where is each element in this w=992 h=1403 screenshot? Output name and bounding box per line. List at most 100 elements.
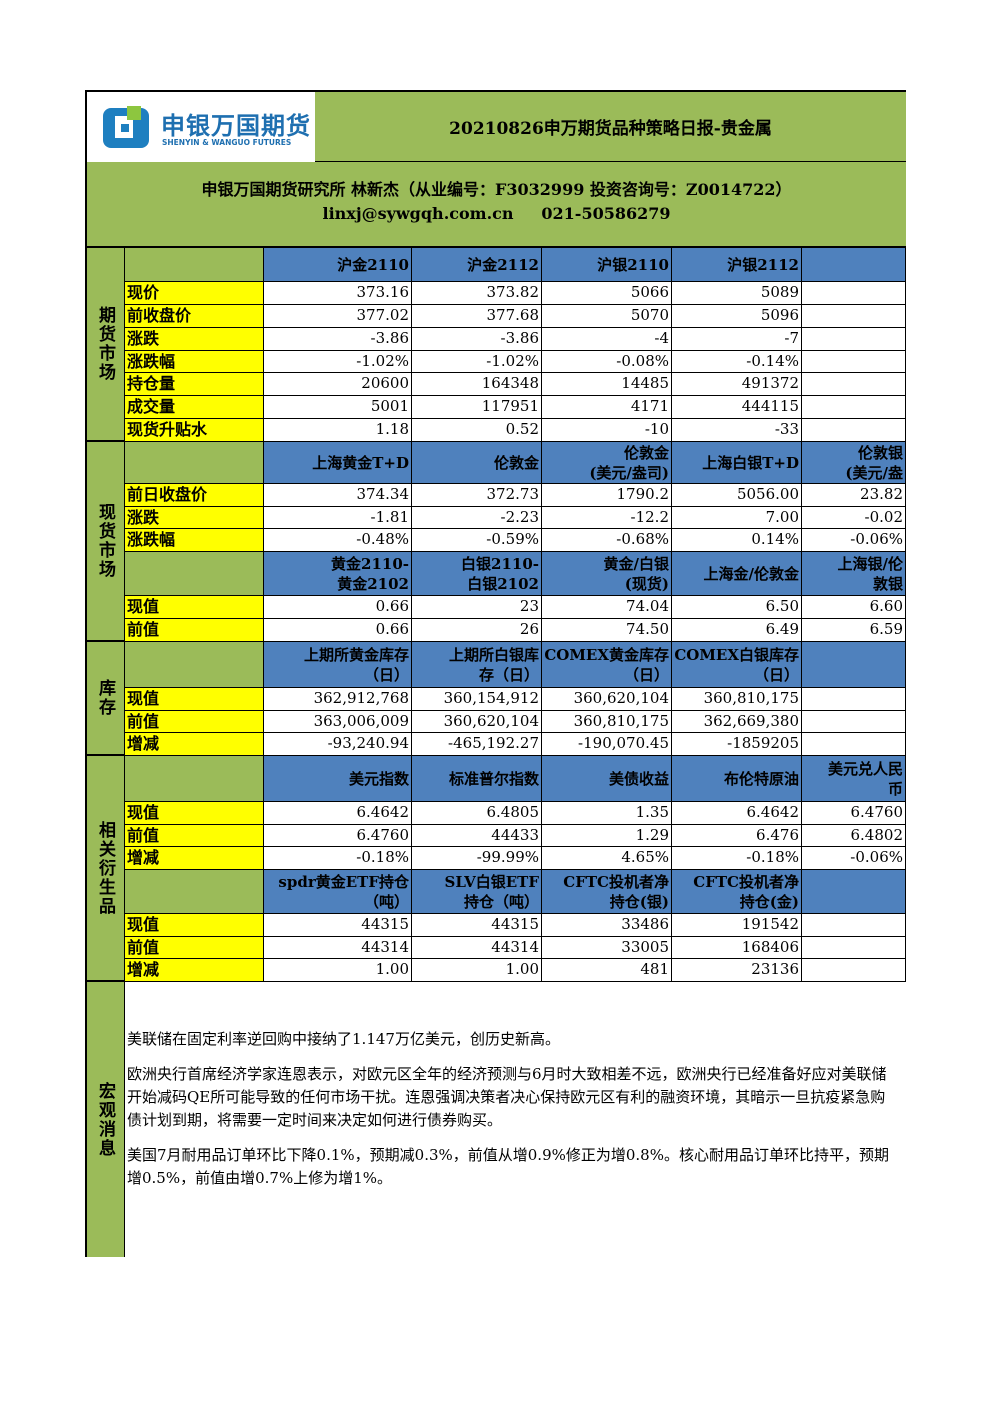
table-cell: -1859205: [672, 733, 802, 757]
column-header-line: 持仓(银): [609, 892, 669, 911]
column-header: [802, 248, 906, 282]
company-logo-icon: [103, 106, 149, 148]
column-header-line: 沪金2110: [337, 255, 409, 274]
column-header-line: spdr黄金ETF持仓: [278, 872, 409, 891]
author-box: 申银万国期货研究所 林新杰（从业编号：F3032999 投资咨询号：Z00147…: [87, 162, 906, 248]
column-header-line: 黄金2110-: [331, 554, 409, 573]
table-cell: 1.00: [412, 959, 542, 983]
table-cell: 6.59: [802, 619, 906, 642]
column-header-line: 持仓(金): [739, 892, 799, 911]
header-label-cell: [125, 552, 264, 596]
table-cell: 5070: [542, 304, 672, 328]
row-label: 持仓量: [125, 373, 264, 397]
news-paragraph-2: 欧洲央行首席经济学家连恩表示，对欧元区全年的经济预测与6月时大致相差不远，欧洲央…: [127, 1065, 887, 1129]
column-header-line: 美债收益: [608, 769, 669, 788]
column-header-line: CFTC投机者净: [693, 872, 799, 891]
row-label: 前值: [125, 824, 264, 848]
table-cell: 373.16: [264, 282, 412, 305]
table-cell: -93,240.94: [264, 733, 412, 757]
column-header: 沪银2112: [672, 248, 802, 282]
table-cell: -7: [672, 327, 802, 351]
column-header-line: 敦银: [872, 574, 903, 593]
row-label: 现值: [125, 688, 264, 711]
column-header: 白银2110-白银2102: [412, 552, 542, 596]
column-header-line: 白银2110-: [461, 554, 539, 573]
table-cell: 377.68: [412, 304, 542, 328]
column-header-line: 持仓（吨）: [463, 892, 539, 911]
column-header: COMEX黄金库存（日）: [542, 642, 672, 688]
column-header-line: 伦敦银: [857, 443, 903, 462]
table-cell: -0.06%: [802, 529, 906, 553]
column-header: COMEX白银库存（日）: [672, 642, 802, 688]
table-cell: 20600: [264, 373, 412, 397]
table-cell: -0.48%: [264, 529, 412, 553]
column-header-line: 上海黄金T+D: [312, 453, 409, 472]
macro-news: 美联储在固定利率逆回购中接纳了1.147万亿美元，创历史新高。 欧洲央行首席经济…: [125, 982, 906, 1257]
column-header: spdr黄金ETF持仓（吨）: [264, 870, 412, 914]
column-header-line: 上期所白银库: [448, 645, 539, 664]
column-header-line: 沪银2110: [597, 255, 669, 274]
table-cell: 5056.00: [672, 484, 802, 507]
column-header: 沪金2110: [264, 248, 412, 282]
row-label: 增减: [125, 959, 264, 983]
column-header-line: 美元兑人民: [827, 759, 903, 778]
table-cell: 4171: [542, 396, 672, 420]
row-label: 涨跌幅: [125, 529, 264, 553]
table-cell: -190,070.45: [542, 733, 672, 757]
column-header-line: 布伦特原油: [723, 769, 799, 788]
column-header-line: 美元指数: [348, 769, 409, 788]
header-label-cell: [125, 642, 264, 688]
column-header: 伦敦银(美元/盎: [802, 442, 906, 484]
table-cell: 23: [412, 596, 542, 619]
table-cell: 362,912,768: [264, 688, 412, 711]
table-cell: 14485: [542, 373, 672, 397]
table-cell: -465,192.27: [412, 733, 542, 757]
column-header-line: （日）: [753, 665, 799, 684]
table-cell: 444115: [672, 396, 802, 420]
column-header-line: SLV白银ETF: [444, 872, 539, 891]
table-cell: [802, 710, 906, 734]
table-cell: 0.66: [264, 619, 412, 642]
column-header-line: （日）: [363, 665, 409, 684]
column-header-line: COMEX黄金库存: [544, 645, 669, 664]
table-cell: 6.476: [672, 824, 802, 848]
row-label: 前值: [125, 936, 264, 960]
table-cell: 360,620,104: [412, 710, 542, 734]
table-cell: 377.02: [264, 304, 412, 328]
table-cell: 1790.2: [542, 484, 672, 507]
table-cell: 23136: [672, 959, 802, 983]
table-cell: 0.14%: [672, 529, 802, 553]
table-cell: -0.08%: [542, 350, 672, 374]
table-cell: 491372: [672, 373, 802, 397]
table-cell: 6.49: [672, 619, 802, 642]
logo-en: SHENYIN & WANGUO FUTURES: [162, 138, 292, 147]
column-header: 美元指数: [264, 756, 412, 802]
column-header: 伦敦金: [412, 442, 542, 484]
table-cell: [802, 733, 906, 757]
column-header-line: 存（日）: [478, 665, 539, 684]
row-label: 前值: [125, 710, 264, 734]
table-cell: 6.4642: [264, 802, 412, 825]
header-label-cell: [125, 248, 264, 282]
section-futures: 期货市场: [87, 248, 125, 442]
table-cell: [802, 419, 906, 443]
table-cell: [802, 373, 906, 397]
table-cell: 360,620,104: [542, 688, 672, 711]
table-cell: 6.4760: [264, 824, 412, 848]
column-header-line: 标准普尔指数: [448, 769, 539, 788]
column-header-line: 伦敦金: [623, 443, 669, 462]
column-header-line: COMEX白银库存: [674, 645, 799, 664]
table-cell: 33005: [542, 936, 672, 960]
column-header-line: （日）: [623, 665, 669, 684]
column-header-line: 上海白银T+D: [702, 453, 799, 472]
contact-line: linxj@sywgqh.com.cn 021-50586279: [322, 204, 671, 223]
news-paragraph-3: 美国7月耐用品订单环比下降0.1%，预期减0.3%，前值从增0.9%修正为增0.…: [127, 1146, 889, 1187]
column-header-line: 白银2102: [467, 574, 539, 593]
header-label-cell: [125, 870, 264, 914]
table-cell: -0.06%: [802, 847, 906, 871]
header-label-cell: [125, 442, 264, 484]
column-header-line: (美元/盎司): [589, 463, 669, 482]
row-label: 现值: [125, 596, 264, 619]
row-label: 现货升贴水: [125, 419, 264, 443]
table-cell: -12.2: [542, 506, 672, 530]
